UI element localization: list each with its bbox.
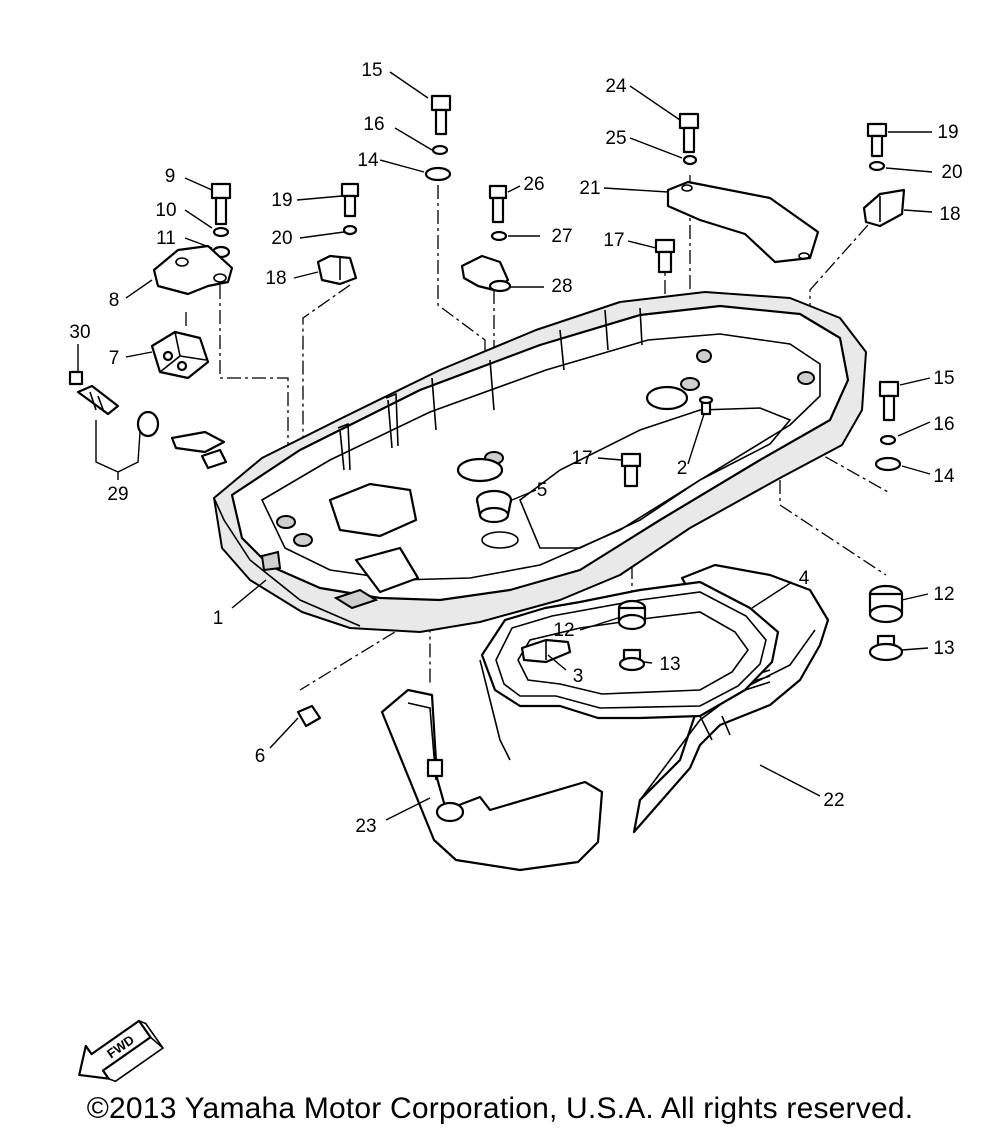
callout-17-center: 17: [571, 448, 592, 469]
callout-13-right: 13: [933, 638, 954, 659]
callout-10: 10: [155, 200, 176, 221]
bolt-24: [678, 112, 700, 154]
callout-11: 11: [156, 228, 176, 249]
callout-7: 7: [109, 348, 120, 369]
callout-15-top: 15: [361, 60, 382, 81]
callout-12-center: 12: [553, 620, 574, 641]
callout-labels: 15 16 14 9 10 11 8 7 30 29 19 20 18 26 2…: [69, 60, 962, 837]
callout-23: 23: [355, 816, 376, 837]
bolt-15-right: [878, 380, 900, 422]
callout-15-right: 15: [933, 368, 954, 389]
callout-14-right: 14: [933, 466, 955, 487]
copyright-notice: ©2013 Yamaha Motor Corporation, U.S.A. A…: [86, 1092, 914, 1125]
part-5-grommet: [475, 489, 513, 524]
callout-16-right: 16: [933, 414, 954, 435]
part-23-lower-cover: [380, 688, 604, 872]
part-21-plate: [666, 180, 820, 264]
callout-18-right: 18: [939, 204, 960, 225]
callout-17-top: 17: [603, 230, 624, 251]
callout-1: 1: [213, 608, 224, 629]
callout-8: 8: [109, 290, 120, 311]
callout-19-left: 19: [271, 190, 292, 211]
callout-26: 26: [523, 174, 544, 195]
bolt-26: [488, 184, 508, 224]
callout-5: 5: [537, 480, 548, 501]
part-3-pad: [520, 638, 572, 664]
callout-30: 30: [69, 322, 90, 343]
callout-14-top: 14: [357, 150, 379, 171]
callout-28: 28: [551, 276, 572, 297]
callout-4: 4: [799, 568, 810, 589]
callout-29: 29: [107, 484, 128, 505]
callout-20-right: 20: [941, 162, 962, 183]
bolt-19-right: [866, 122, 888, 158]
part-12-13-right: [868, 584, 904, 662]
part-6-plug: [296, 704, 322, 728]
callout-19-right: 19: [937, 122, 958, 143]
leader-lines: [77, 71, 933, 821]
callout-20-left: 20: [271, 228, 292, 249]
callout-6: 6: [255, 746, 266, 767]
callout-21: 21: [579, 178, 600, 199]
callout-16-top: 16: [363, 114, 384, 135]
callout-18-left: 18: [265, 268, 286, 289]
callout-22: 22: [823, 790, 844, 811]
part-7-block: [150, 330, 210, 380]
callout-3: 3: [573, 666, 584, 687]
part-8-bracket: [152, 244, 234, 296]
part-2-fitting: [698, 395, 714, 416]
callout-12-right: 12: [933, 584, 954, 605]
callout-24: 24: [605, 76, 627, 97]
part-1-bottom-cowling: [213, 291, 867, 633]
callout-27: 27: [551, 226, 572, 247]
bolt-17-center: [620, 452, 642, 488]
callout-25: 25: [605, 128, 626, 149]
part-29-fitting: [76, 384, 228, 470]
bolt-19-left: [340, 182, 360, 218]
bolt-17-top: [654, 238, 676, 274]
fwd-arrow: FWD: [78, 1019, 165, 1083]
part-28-clip: [460, 254, 512, 293]
callout-2: 2: [677, 458, 688, 479]
part-18-brackets: [316, 188, 906, 286]
part-12-13-center: [617, 599, 647, 672]
callout-9: 9: [165, 166, 176, 187]
bolt-9: [210, 182, 232, 226]
washers: [211, 144, 902, 472]
bolts: [210, 94, 900, 488]
part-30-small: [68, 370, 84, 386]
bolt-15-top: [430, 94, 452, 136]
callout-13-center: 13: [659, 654, 680, 675]
